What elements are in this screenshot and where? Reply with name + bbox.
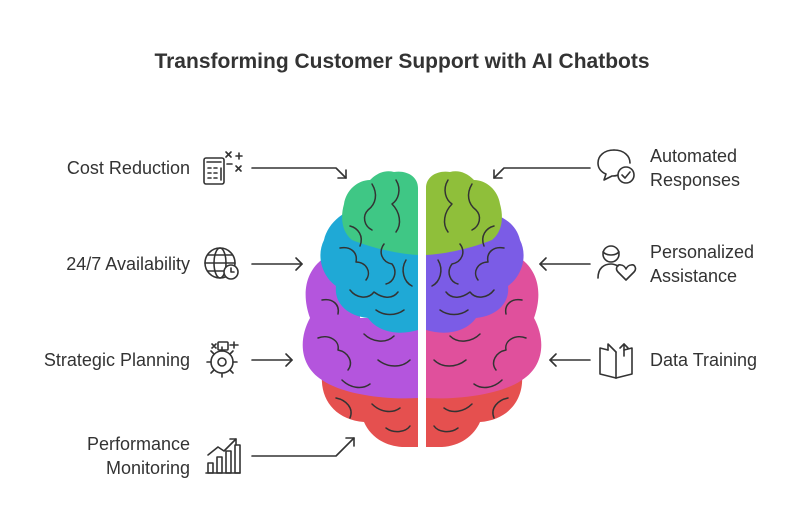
globe-clock-icon [204,247,239,280]
arrow-strategic-planning [251,353,293,367]
arrow-cost-reduction [251,167,347,179]
label-personalized-assistance: Personalized Assistance [650,242,755,286]
strategy-gear-icon [206,341,239,378]
arrow-personalized-assistance [539,257,591,271]
person-heart-icon [597,245,637,281]
brain-left-purple-lobe [302,258,418,399]
arrow-availability [251,257,303,271]
brain-folds [317,179,527,433]
brain-right-pink-lobe [426,258,542,399]
arrow-data-training [549,353,591,367]
arrow-performance-monitoring [251,437,355,457]
open-book-icon [599,343,633,379]
growth-chart-icon [205,438,241,474]
label-cost-reduction: Cost Reduction [66,158,190,178]
label-availability: 24/7 Availability [66,254,190,274]
label-performance-monitoring: Performance Monitoring [86,434,190,478]
label-data-training: Data Training [650,350,758,370]
cost-calculator-icon [203,151,243,185]
chat-check-icon [597,149,635,184]
label-strategic-planning: Strategic Planning [43,350,190,370]
diagram-title: Transforming Customer Support with AI Ch… [154,50,650,73]
arrow-automated-responses [493,167,591,179]
label-automated-responses: Automated Responses [650,146,741,190]
